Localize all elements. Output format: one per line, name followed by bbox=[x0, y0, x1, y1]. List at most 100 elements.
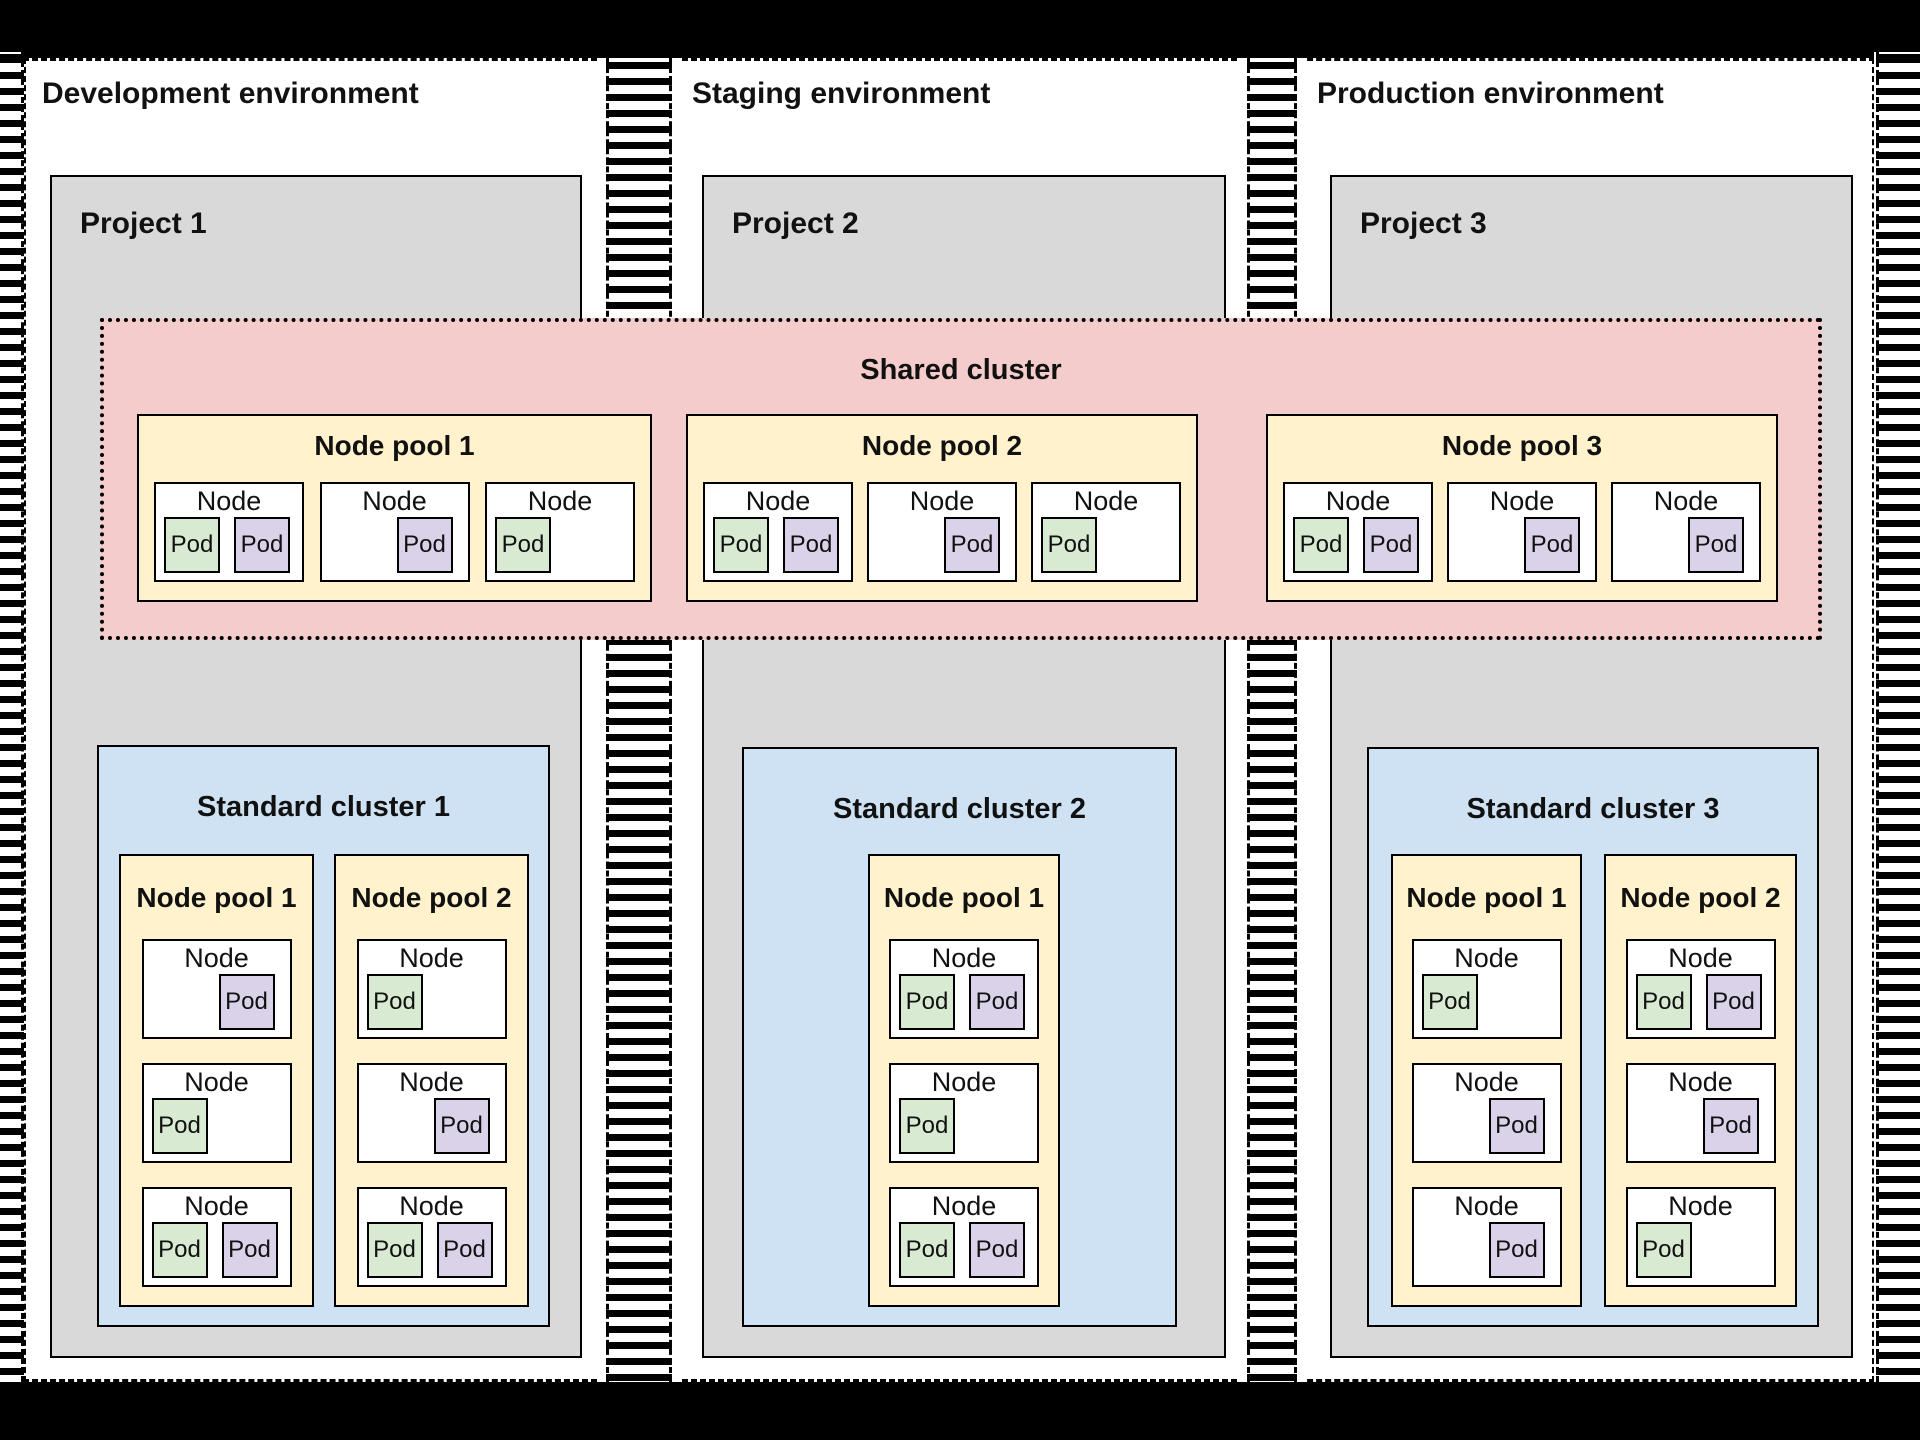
node-label: Node bbox=[931, 1191, 997, 1221]
hatch-bar-right bbox=[1874, 52, 1920, 1382]
pod-purple: Pod bbox=[944, 517, 1000, 574]
node-pool-title: Node pool 2 bbox=[861, 430, 1023, 461]
node-pool-title: Node pool 1 bbox=[136, 882, 297, 913]
pod-green: Pod bbox=[899, 1098, 955, 1155]
pod-purple: Pod bbox=[1363, 517, 1419, 574]
pod-list: Pod bbox=[144, 974, 290, 1038]
pod-green: Pod bbox=[495, 517, 551, 574]
pod-purple: Pod bbox=[433, 1098, 490, 1155]
pod-green: Pod bbox=[164, 517, 220, 574]
pod-purple: Pod bbox=[969, 974, 1025, 1031]
pod-green: Pod bbox=[1635, 1222, 1692, 1279]
pod-purple: Pod bbox=[436, 1222, 493, 1279]
node-label: Node bbox=[399, 1067, 464, 1097]
pod-green: Pod bbox=[1635, 974, 1692, 1031]
node-label: Node bbox=[1325, 486, 1391, 516]
pod-green: Pod bbox=[366, 1222, 423, 1279]
node-label: Node bbox=[931, 1067, 997, 1097]
pod-green: Pod bbox=[151, 1222, 208, 1279]
node-label: Node bbox=[1454, 943, 1519, 973]
project-label: Project 1 bbox=[80, 207, 207, 240]
hatch-stripes bbox=[1247, 58, 1297, 1382]
pod-green: Pod bbox=[1293, 517, 1349, 574]
environment-label: Development environment bbox=[42, 77, 419, 110]
pod-list: Pod bbox=[359, 974, 505, 1038]
pod-purple: Pod bbox=[234, 517, 290, 574]
node-label: Node bbox=[1489, 486, 1555, 516]
node-label: Node bbox=[1668, 1191, 1733, 1221]
pod-list: Pod bbox=[1628, 1222, 1774, 1286]
standard-cluster-title: Standard cluster 1 bbox=[196, 791, 451, 823]
environment-label: Production environment bbox=[1317, 77, 1664, 110]
node-label: Node bbox=[184, 1067, 249, 1097]
pod-list: Pod bbox=[891, 1098, 1037, 1162]
pod-list: Pod bbox=[1414, 974, 1560, 1038]
node-label: Node bbox=[399, 1191, 464, 1221]
node-label: Node bbox=[1454, 1191, 1519, 1221]
pod-list: Pod bbox=[869, 517, 1015, 581]
hatch-stripes bbox=[606, 58, 672, 1382]
node-label: Node bbox=[196, 486, 262, 516]
shared-cluster-title: Shared cluster bbox=[860, 354, 1062, 386]
pod-purple: Pod bbox=[1702, 1098, 1759, 1155]
node-pool-title: Node pool 2 bbox=[351, 882, 512, 913]
node-pool-title: Node pool 1 bbox=[883, 882, 1045, 913]
pod-list: Pod bbox=[144, 1098, 290, 1162]
node-label: Node bbox=[1668, 943, 1733, 973]
node-label: Node bbox=[527, 486, 593, 516]
pod-list: Pod bbox=[359, 1098, 505, 1162]
node-pool-title: Node pool 2 bbox=[1620, 882, 1781, 913]
pod-purple: Pod bbox=[969, 1222, 1025, 1279]
pod-list: Pod bbox=[487, 517, 633, 581]
pod-purple: Pod bbox=[1705, 974, 1762, 1031]
pod-purple: Pod bbox=[218, 974, 275, 1031]
environment-label: Staging environment bbox=[692, 77, 991, 110]
project-label: Project 3 bbox=[1360, 207, 1487, 240]
pod-purple: Pod bbox=[396, 517, 453, 574]
pod-list: Pod bbox=[1033, 517, 1179, 581]
pod-list: Pod bbox=[1628, 1098, 1774, 1162]
node-label: Node bbox=[909, 486, 975, 516]
node-label: Node bbox=[931, 943, 997, 973]
pod-purple: Pod bbox=[1488, 1222, 1545, 1279]
pod-green: Pod bbox=[151, 1098, 208, 1155]
node-label: Node bbox=[1653, 486, 1719, 516]
node-label: Node bbox=[1073, 486, 1139, 516]
bottom-black-border bbox=[0, 1382, 1920, 1440]
pod-list: Pod bbox=[322, 517, 468, 581]
node-pool-title: Node pool 1 bbox=[314, 430, 475, 461]
